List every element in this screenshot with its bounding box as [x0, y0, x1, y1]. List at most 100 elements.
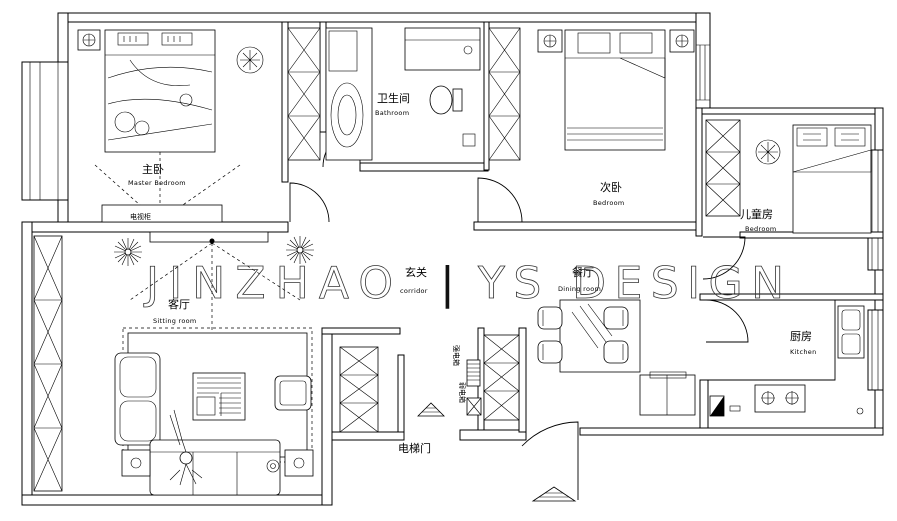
- master-bottom-wall: [21, 221, 289, 233]
- nightstand: [77, 29, 101, 51]
- watermark-left: JINZHAO: [143, 258, 393, 309]
- corridor-top-wall: [321, 327, 401, 335]
- kitchen-door: [705, 299, 749, 343]
- kitchen-sink: [837, 305, 865, 359]
- room-label-kids-room-en: Bedroom: [745, 225, 777, 233]
- master-left-wall-upper: [57, 12, 69, 64]
- side-table: [284, 449, 314, 477]
- tv-cabinet-bedroom: [101, 204, 223, 223]
- bathroom-left-wall: [319, 21, 327, 133]
- dining-chair: [603, 306, 629, 330]
- living-room: 客厅 Sitting room: [33, 231, 314, 496]
- bay-window: [21, 61, 69, 201]
- lamp-icon: [266, 459, 280, 473]
- master-bedroom: 电视柜 主卧 Master Bedroom: [77, 29, 264, 223]
- living-window: [33, 235, 63, 492]
- kitchen-bottom-wall: [579, 427, 884, 436]
- plant-icon: [114, 238, 142, 266]
- wardrobe-second-bedroom: [488, 27, 521, 161]
- master-right-wall: [281, 21, 289, 183]
- master-bedroom-door: [289, 182, 330, 223]
- dining-chair: [603, 340, 629, 364]
- plant-icon: [286, 236, 314, 264]
- room-label-living-room-en: Sitting room: [153, 317, 197, 325]
- weak-electric-box: [466, 397, 482, 416]
- kitchen-left-wall: [699, 379, 709, 431]
- strong-box-label: 强电箱: [452, 345, 461, 366]
- bathroom: 卫生间 Bathroom: [325, 27, 481, 161]
- armchair: [274, 375, 312, 411]
- room-label-kitchen-en: Kitchen: [790, 348, 817, 356]
- stove: [754, 384, 806, 413]
- vanity-counter: [404, 27, 481, 71]
- kitchen-appliance: [709, 395, 741, 417]
- room-label-kitchen: 厨房: [790, 330, 812, 343]
- shower-tub: [325, 27, 373, 161]
- kids-room: 儿童房 Bedroom: [705, 119, 872, 234]
- elevator-door-label: 电梯门: [398, 441, 431, 455]
- room-label-kids-room: 儿童房: [740, 207, 773, 221]
- sofa-left: [114, 352, 161, 446]
- kids-room-left-wall: [695, 107, 703, 237]
- watermark-divider: |: [440, 258, 455, 309]
- walls: [21, 12, 884, 506]
- second-bedroom-right-wall: [695, 12, 711, 111]
- person-figure: [169, 409, 203, 486]
- room-label-master-bedroom: 主卧: [142, 163, 164, 176]
- room-label-living-room: 客厅: [168, 297, 190, 311]
- second-bedroom-bottom-wall: [473, 221, 701, 231]
- tv-cabinet-label: 电视柜: [130, 212, 151, 221]
- kitchen-drain: [856, 407, 864, 415]
- room-label-second-bedroom-en: Bedroom: [593, 199, 625, 207]
- kitchen-top-wall: [699, 293, 884, 301]
- watermark-right: YS DESIGN: [477, 258, 784, 309]
- room-label-corridor: 玄关: [405, 265, 427, 279]
- room-label-master-bedroom-en: Master Bedroom: [128, 179, 186, 187]
- living-bottom-wall: [21, 494, 333, 506]
- corridor-bottom-wall: [331, 431, 405, 441]
- coffee-table: [192, 372, 246, 421]
- corridor-inner-wall: [397, 354, 405, 436]
- strong-electric-box: [466, 359, 481, 387]
- side-table: [121, 449, 151, 477]
- kids-room-top-wall: [695, 107, 884, 115]
- bathroom-bottom-wall: [359, 162, 489, 172]
- round-plant: [755, 139, 781, 165]
- corridor-bottom-right-wall: [459, 429, 527, 441]
- room-label-bathroom: 卫生间: [377, 91, 410, 105]
- living-right-wall: [321, 329, 333, 506]
- watermark: JINZHAO | YS DESIGN: [143, 258, 785, 310]
- kitchen-right-wall: [867, 299, 884, 431]
- nightstand: [537, 29, 563, 53]
- nightstand: [669, 29, 695, 53]
- wardrobe-kids: [705, 119, 741, 217]
- shoe-cabinet: [483, 334, 520, 421]
- entrance-door: [521, 421, 579, 500]
- room-label-corridor-en: corridor: [400, 287, 428, 295]
- sofa-bottom: [149, 439, 281, 496]
- kitchen-counter: [708, 300, 836, 381]
- room-label-bathroom-en: Bathroom: [375, 109, 409, 117]
- master-left-wall-lower: [57, 199, 69, 225]
- round-plant: [236, 46, 264, 74]
- toilet: [429, 85, 463, 115]
- entry-cabinet: [339, 346, 379, 433]
- weak-box-label: 弱电箱: [458, 382, 467, 403]
- bathroom-right-wall: [483, 21, 490, 171]
- doors: [289, 129, 749, 500]
- tv-cabinet-living: [149, 231, 269, 244]
- second-bed: [564, 29, 666, 151]
- second-bedroom-door: [477, 177, 523, 223]
- sideboard: [639, 371, 696, 416]
- floor-drain: [462, 133, 476, 147]
- room-label-dining-room-en: Dining room: [558, 285, 601, 293]
- second-bedroom: 次卧 Bedroom: [537, 29, 695, 207]
- dining-room: 餐厅 Dining room: [537, 265, 696, 416]
- kids-room-door: [702, 236, 746, 280]
- kitchen: 厨房 Kitchen: [708, 300, 865, 417]
- wardrobe-master: [287, 27, 321, 161]
- master-bed: [104, 29, 216, 153]
- dining-chair: [537, 306, 563, 330]
- dining-left-wall: [518, 327, 527, 433]
